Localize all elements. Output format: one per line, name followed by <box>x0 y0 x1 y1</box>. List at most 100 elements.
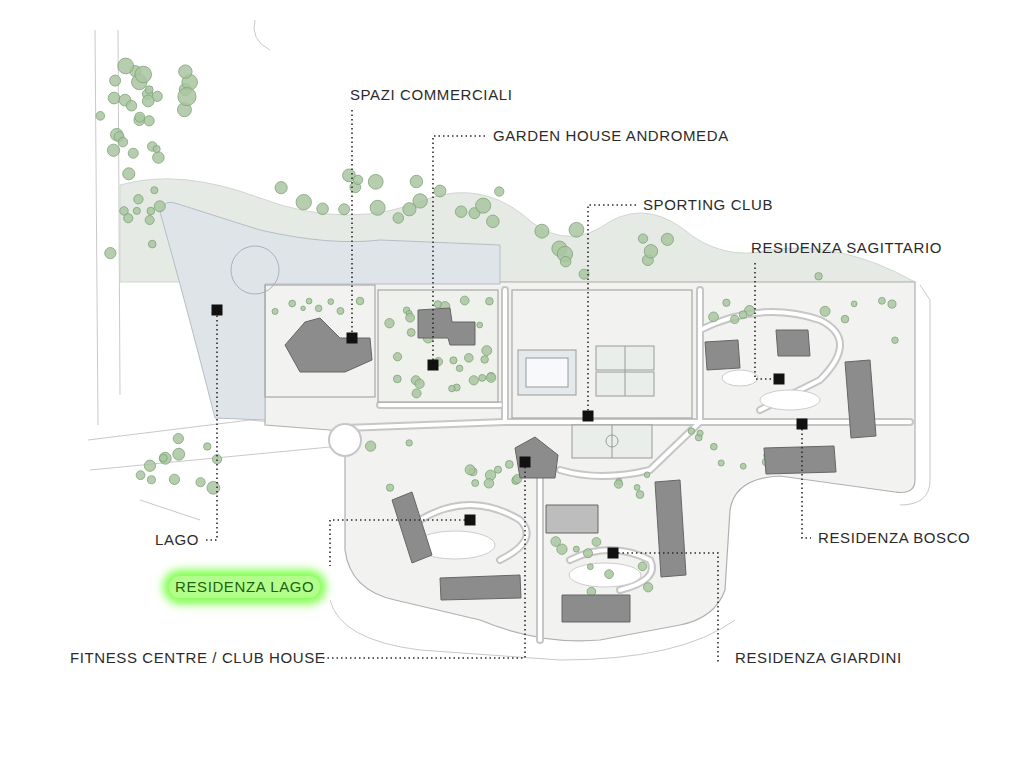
tree-canopy <box>301 306 306 311</box>
tree-canopy <box>153 145 160 152</box>
tree-canopy <box>393 353 401 361</box>
tree-canopy <box>643 583 652 592</box>
tree-canopy <box>892 337 899 344</box>
tree-canopy <box>476 198 491 213</box>
tree-canopy <box>159 452 171 464</box>
tree-canopy <box>272 308 278 314</box>
building <box>285 308 876 622</box>
site-road <box>696 290 704 420</box>
tree-canopy <box>410 175 423 188</box>
tree-canopy <box>365 441 375 451</box>
tree-canopy <box>356 297 364 305</box>
map-label: RESIDENZA BOSCO <box>818 529 970 547</box>
tree-canopy <box>815 273 822 280</box>
site-road <box>538 470 542 640</box>
tree-canopy <box>479 374 486 381</box>
tree-canopy <box>644 245 657 258</box>
building <box>845 360 876 438</box>
road-line <box>920 285 930 300</box>
tree-canopy <box>134 195 143 204</box>
site-road <box>536 470 544 640</box>
tree-canopy <box>406 440 412 446</box>
marker-square <box>465 515 476 526</box>
tree-canopy <box>154 201 165 212</box>
tree-canopy <box>535 224 549 238</box>
tree-canopy <box>204 443 211 450</box>
marker-square <box>774 374 785 385</box>
tree-canopy <box>412 389 421 398</box>
site-road <box>503 290 507 422</box>
tree-canopy <box>147 476 155 484</box>
sport-field <box>526 358 568 387</box>
map-label: RESIDENZA GIARDINI <box>735 649 902 667</box>
building <box>418 308 475 345</box>
tree-canopy <box>739 311 747 319</box>
tree-canopy <box>688 428 695 435</box>
tree-canopy <box>145 86 153 94</box>
map-label: GARDEN HOUSE ANDROMEDA <box>493 127 729 145</box>
marker-square <box>428 360 439 371</box>
sport-field <box>518 350 576 395</box>
tree-canopy <box>108 92 120 104</box>
leader-line <box>618 553 718 664</box>
site-road <box>345 290 910 640</box>
tree-canopy <box>386 484 393 491</box>
road-line <box>90 447 330 470</box>
tree-canopy <box>486 373 495 382</box>
site-road <box>380 403 500 407</box>
tree-canopy <box>495 187 504 196</box>
tree-canopy <box>472 480 479 487</box>
sport-field <box>612 425 613 458</box>
tree-canopy <box>587 564 593 570</box>
tree-canopy <box>275 182 287 194</box>
building <box>285 318 372 372</box>
building <box>546 505 598 533</box>
building <box>705 340 740 370</box>
highlighted-label: RESIDENZA LAGO <box>169 576 320 598</box>
tree-canopy <box>147 207 155 215</box>
tree-canopy <box>482 346 492 356</box>
tree-canopy <box>385 319 394 328</box>
sport-field <box>625 346 626 396</box>
garden-enclosure <box>265 285 375 397</box>
building <box>655 480 686 577</box>
tree-canopy <box>434 301 441 308</box>
tree-canopy <box>173 433 183 443</box>
building <box>776 330 810 356</box>
marker-square <box>520 457 531 468</box>
tree-canopy <box>710 443 717 450</box>
marker-square <box>212 305 223 316</box>
tree-canopy <box>173 448 185 460</box>
tree-canopy <box>126 100 137 111</box>
tree-canopy <box>153 152 165 164</box>
tree-canopy <box>644 472 650 478</box>
tree-canopy <box>96 111 105 120</box>
tree-canopy <box>406 313 415 322</box>
tree-canopy <box>393 375 401 383</box>
tree-canopy <box>328 299 334 305</box>
tree-canopy <box>196 478 205 487</box>
tree-canopy <box>317 203 329 215</box>
garden-enclosure <box>512 290 692 418</box>
leader-line <box>206 315 217 540</box>
tree-canopy <box>96 58 898 596</box>
tree-canopy <box>144 460 155 471</box>
tree-canopy <box>484 478 494 488</box>
lake-circle <box>231 246 279 294</box>
tree-canopy <box>120 207 129 216</box>
tree-canopy <box>465 354 474 363</box>
tree-canopy <box>486 297 494 305</box>
leader-line <box>433 136 485 360</box>
tree-canopy <box>178 88 196 106</box>
leader-line <box>755 263 774 379</box>
garden-enclosure <box>265 285 692 418</box>
tree-canopy <box>169 474 179 484</box>
courtyard <box>760 390 820 410</box>
road-line <box>88 20 930 660</box>
building <box>392 492 432 563</box>
tree-canopy <box>118 58 134 74</box>
tree-canopy <box>110 75 121 86</box>
leader-line <box>588 205 636 411</box>
tree-canopy <box>123 168 135 180</box>
tree-canopy <box>460 296 469 305</box>
